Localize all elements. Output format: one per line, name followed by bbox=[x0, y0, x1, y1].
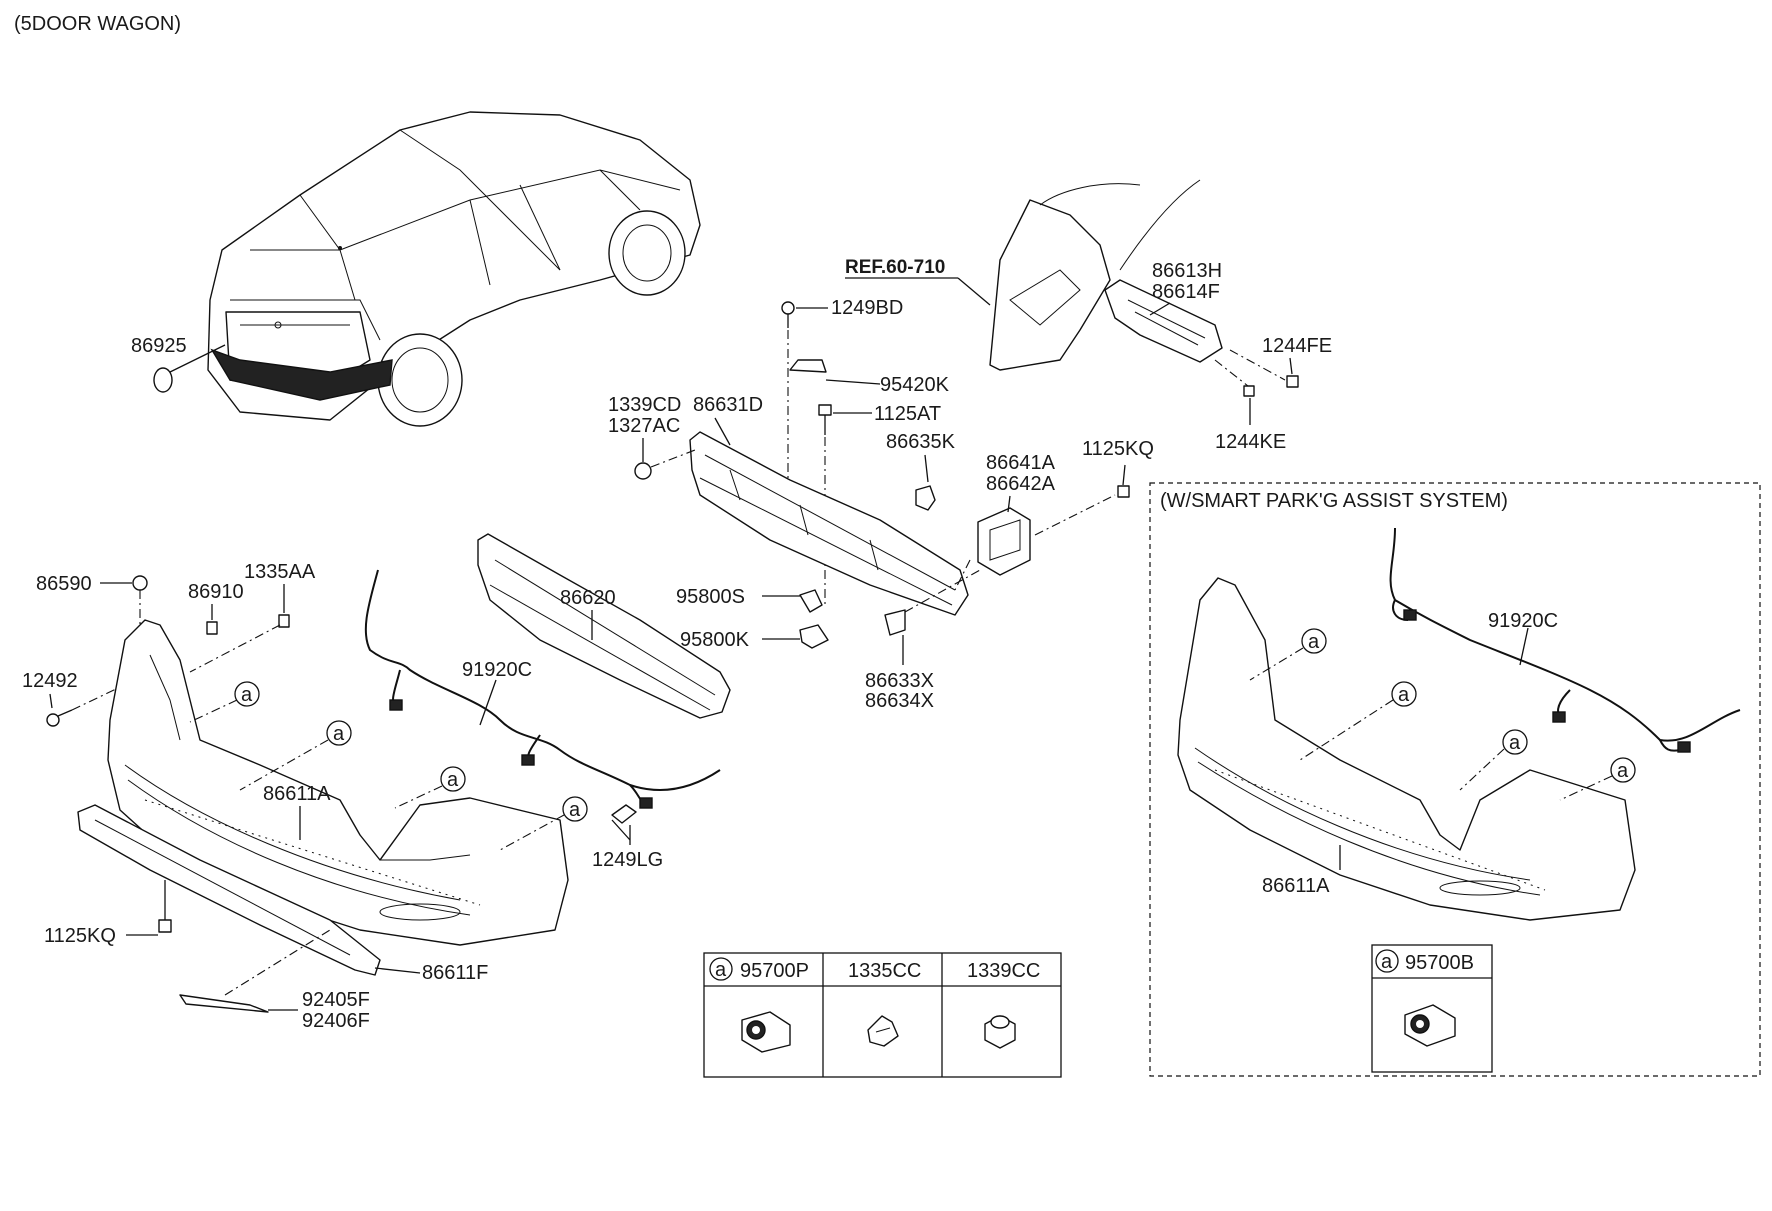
marker-a-4-text: a bbox=[569, 799, 581, 821]
bracket-95800S bbox=[799, 589, 823, 613]
label-86910: 86910 bbox=[188, 581, 244, 603]
sp-marker-a-3 bbox=[1502, 729, 1528, 755]
label-86925: 86925 bbox=[131, 335, 187, 357]
label-86613H: 86613H bbox=[1152, 260, 1222, 282]
sp-marker-a-4 bbox=[1610, 757, 1636, 783]
bracket-86635K bbox=[915, 485, 936, 511]
sensor-95700P-icon bbox=[741, 1011, 791, 1053]
smart-park-sensor-box bbox=[1371, 944, 1493, 1073]
legend-col-1335CC: 1335CC bbox=[848, 960, 921, 982]
label-1125KQ-bottom: 1125KQ bbox=[44, 925, 116, 947]
label-1249BD: 1249BD bbox=[831, 297, 903, 319]
bolt-1249LG bbox=[611, 804, 637, 841]
variant-title: (5DOOR WAGON) bbox=[14, 13, 181, 35]
legend-col-1339CC: 1339CC bbox=[967, 960, 1040, 982]
smart-park-sensor-label: 95700B bbox=[1405, 952, 1474, 974]
label-86614F: 86614F bbox=[1152, 281, 1220, 303]
label-1339CD: 1339CD bbox=[608, 394, 681, 416]
label-92405F: 92405F bbox=[302, 989, 370, 1011]
fastener-legend-table: a 95700P 1335CC 1339CC bbox=[703, 952, 1062, 1078]
label-86611F: 86611F bbox=[422, 962, 488, 984]
nut-1339CD bbox=[634, 449, 696, 480]
smart-park-harness bbox=[1389, 527, 1741, 753]
sp-marker-a-3-text: a bbox=[1509, 732, 1521, 754]
lower-garnish-86611F bbox=[77, 804, 381, 976]
marker-a-1-text: a bbox=[241, 684, 253, 706]
bolt-1125KQ-top bbox=[1117, 485, 1130, 498]
label-86611A-main: 86611A bbox=[263, 783, 331, 805]
vehicle-wagon-drawing bbox=[207, 111, 701, 427]
smart-park-sensor-marker: a bbox=[1381, 951, 1393, 973]
label-86635K: 86635K bbox=[886, 431, 956, 453]
rear-bumper-cover-86611A bbox=[107, 619, 569, 946]
parking-sensor-harness-91920C bbox=[364, 569, 721, 809]
smart-park-bumper-label: 86611A bbox=[1262, 875, 1330, 897]
bracket-86633X bbox=[884, 569, 981, 636]
label-86642A: 86642A bbox=[986, 473, 1056, 495]
energy-absorber-86620 bbox=[477, 533, 731, 719]
bolt-1125KQ-bottom bbox=[158, 880, 172, 933]
marker-a-3 bbox=[440, 766, 466, 792]
sp-marker-a-1-text: a bbox=[1308, 631, 1320, 653]
bolt-1249BD bbox=[781, 301, 795, 500]
body-panel-reference bbox=[989, 179, 1201, 371]
label-86590: 86590 bbox=[36, 573, 92, 595]
clip-86910 bbox=[206, 621, 218, 635]
label-95800K: 95800K bbox=[680, 629, 750, 651]
sp-marker-a-2 bbox=[1391, 681, 1417, 707]
label-91920C-main: 91920C bbox=[462, 659, 532, 681]
smart-park-bumper bbox=[1177, 577, 1636, 921]
label-1244KE: 1244KE bbox=[1215, 431, 1286, 453]
legend-marker-a: a bbox=[715, 959, 727, 981]
label-1125KQ-top: 1125KQ bbox=[1082, 438, 1154, 460]
marker-a-1 bbox=[234, 681, 260, 707]
reflector-92405F bbox=[179, 929, 331, 1013]
clip-1335CC-icon bbox=[867, 1015, 899, 1047]
label-95800S: 95800S bbox=[676, 586, 745, 608]
label-92406F: 92406F bbox=[302, 1010, 370, 1032]
marker-a-2-text: a bbox=[333, 723, 345, 745]
label-1249LG: 1249LG bbox=[592, 849, 663, 871]
ref-label: REF.60-710 bbox=[845, 257, 945, 278]
sp-marker-a-1 bbox=[1301, 628, 1327, 654]
legend-col-95700P: 95700P bbox=[740, 960, 809, 982]
side-bracket-86613H bbox=[1104, 279, 1223, 363]
label-1335AA: 1335AA bbox=[244, 561, 316, 583]
sensor-unit-95800K bbox=[799, 624, 829, 649]
marker-a-3-text: a bbox=[447, 769, 459, 791]
nut-1339CC-icon bbox=[984, 1015, 1016, 1049]
marker-a-4 bbox=[562, 796, 588, 822]
smart-parking-assist-panel: (W/SMART PARK'G ASSIST SYSTEM) 91920C a … bbox=[1149, 482, 1761, 1077]
sp-marker-a-2-text: a bbox=[1398, 684, 1410, 706]
bracket-86641A bbox=[954, 494, 1116, 591]
bumper-beam-86631D bbox=[689, 431, 969, 616]
smart-park-title: (W/SMART PARK'G ASSIST SYSTEM) bbox=[1160, 490, 1508, 512]
label-86620: 86620 bbox=[560, 587, 616, 609]
fastener-1244FE bbox=[1229, 349, 1299, 388]
label-86641A: 86641A bbox=[986, 452, 1056, 474]
sp-marker-a-4-text: a bbox=[1617, 760, 1629, 782]
fastener-1244KE bbox=[1214, 359, 1255, 397]
label-95420K: 95420K bbox=[880, 374, 950, 396]
label-1244FE: 1244FE bbox=[1262, 335, 1332, 357]
sensor-95700B-icon bbox=[1404, 1004, 1456, 1047]
marker-a-2 bbox=[326, 720, 352, 746]
label-86631D: 86631D bbox=[693, 394, 763, 416]
clip-95420K bbox=[789, 359, 827, 373]
label-1125AT: 1125AT bbox=[874, 403, 941, 425]
clip-86590 bbox=[132, 575, 148, 635]
clip-1335AA bbox=[278, 614, 290, 628]
smart-park-harness-label: 91920C bbox=[1488, 610, 1558, 632]
label-86634X: 86634X bbox=[865, 690, 934, 712]
label-1327AC: 1327AC bbox=[608, 415, 680, 437]
label-86633X: 86633X bbox=[865, 670, 934, 692]
label-12492: 12492 bbox=[22, 670, 78, 692]
